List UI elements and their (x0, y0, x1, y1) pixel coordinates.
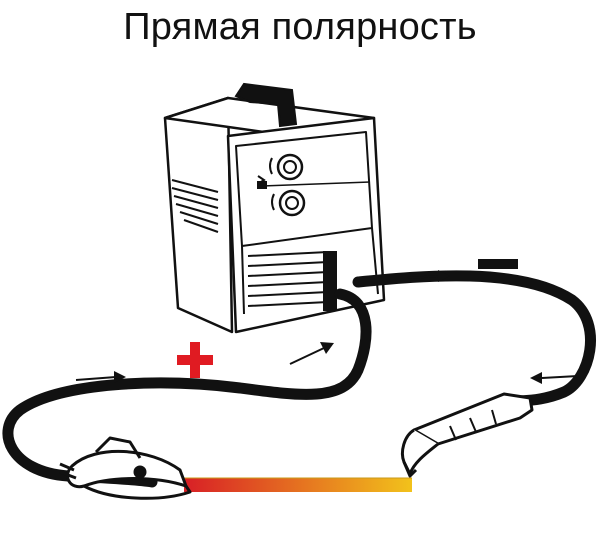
diagram-title: Прямая полярность (123, 6, 477, 48)
current-direction-arrows (75, 270, 579, 384)
welding-torch (400, 392, 534, 478)
plus-sign-icon (177, 342, 213, 378)
arrow-upright-icon (289, 342, 334, 365)
arrow-right-icon-2 (407, 270, 450, 282)
arrow-right-icon-1 (75, 371, 126, 383)
side-vent-stripes (171, 179, 219, 233)
welding-inverter (163, 96, 386, 334)
inverter-handle (234, 82, 298, 128)
workpiece (184, 478, 412, 492)
inverter-front-panel (226, 116, 386, 334)
ground-clamp (59, 436, 192, 500)
inverter-side-panel (163, 96, 234, 334)
arrow-left-icon (530, 372, 579, 384)
positive-cable (2, 288, 372, 488)
power-indicator-icon (257, 175, 267, 189)
control-knob-bottom (271, 189, 306, 217)
control-knob-top (269, 153, 304, 181)
negative-cable (352, 270, 596, 408)
minus-sign-icon (478, 259, 518, 269)
front-vent-grille (247, 251, 337, 311)
panel-divider (261, 181, 371, 187)
